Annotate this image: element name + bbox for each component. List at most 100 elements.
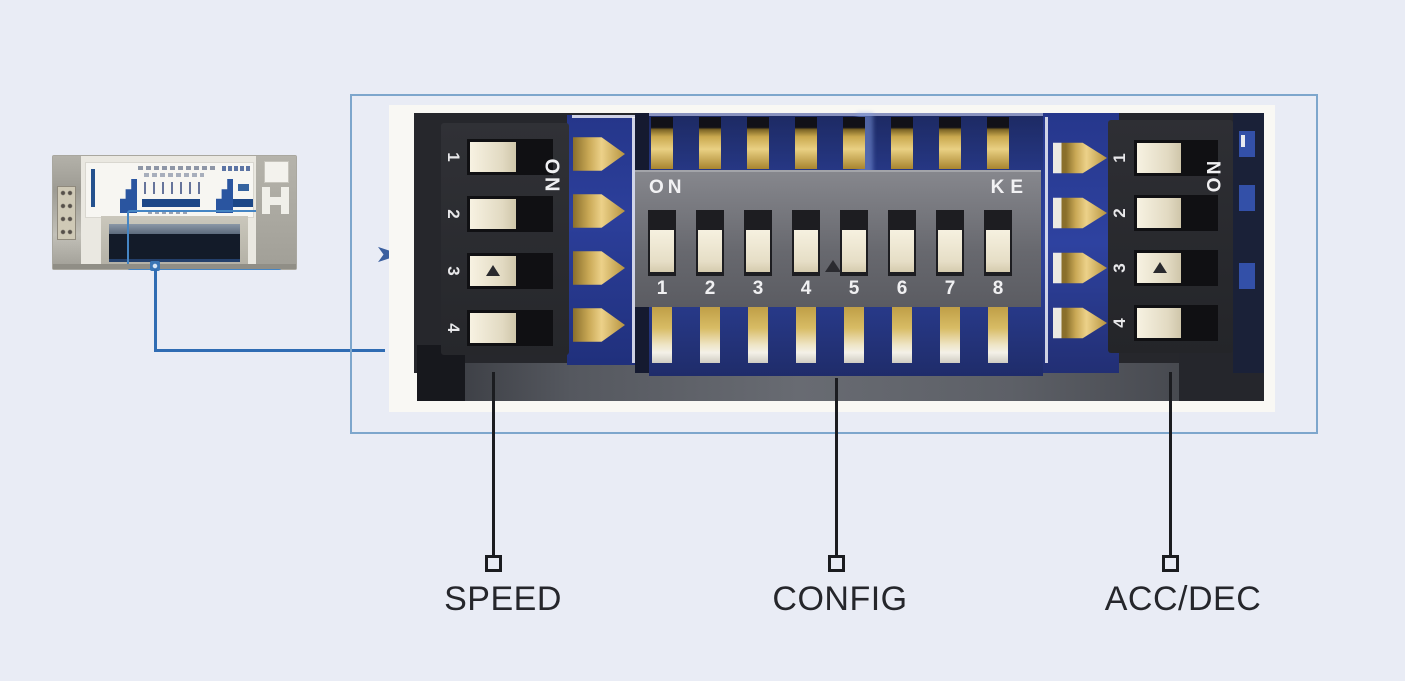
label-text-row xyxy=(138,166,216,170)
solder-pin xyxy=(652,305,672,363)
config-callout-line xyxy=(835,378,838,555)
dip-switch-slider xyxy=(794,230,818,272)
solder-pin xyxy=(844,305,864,363)
connector-line-vertical xyxy=(154,269,157,351)
solder-pin xyxy=(796,305,816,363)
switch-position-label: 8 xyxy=(992,278,1004,299)
dip-switch-slot xyxy=(1134,305,1218,341)
dip-switch-slot xyxy=(467,310,553,346)
switch-position-label: 3 xyxy=(444,266,463,276)
dip-switch-slot xyxy=(744,210,772,276)
solder-pin xyxy=(748,305,768,363)
label-text-row xyxy=(148,210,188,214)
solder-pin xyxy=(699,117,721,169)
solder-pin xyxy=(843,117,865,169)
speed-callout-line xyxy=(492,372,495,555)
accdec-label: ACC/DEC xyxy=(1104,580,1262,618)
dip-switch-slot xyxy=(648,210,676,276)
dip-switch-slider xyxy=(986,230,1010,272)
dip-switch-slider xyxy=(938,230,962,272)
dip-switch-slider xyxy=(650,230,674,272)
dip-switch-slot xyxy=(1134,195,1218,231)
dip-switch-slider xyxy=(470,313,516,343)
zoom-callout-box xyxy=(350,94,1318,434)
label-bar-graphic xyxy=(120,179,137,213)
config-callout-square xyxy=(828,555,845,572)
device-left-connector-strip xyxy=(53,156,81,269)
device-right-window xyxy=(264,161,289,183)
dip-switch-slider xyxy=(1137,143,1181,173)
accdec-callout-line xyxy=(1169,372,1172,555)
switch-position-label: 1 xyxy=(656,278,668,299)
switch-position-label: 3 xyxy=(1110,263,1129,273)
label-tick-marks xyxy=(144,182,202,194)
pcb-right-edge xyxy=(1233,113,1264,373)
dip-switch-slider xyxy=(890,230,914,272)
dip-switch-slider xyxy=(470,256,516,286)
dip-switch-slider xyxy=(1137,308,1181,338)
dip-switch-slider xyxy=(470,199,516,229)
on-direction-label: ON xyxy=(649,177,686,198)
accdec-dip-switch: 1 2 3 4 ON xyxy=(1108,120,1233,353)
switch-position-label: 2 xyxy=(1110,208,1129,218)
silkscreen-line xyxy=(572,115,635,118)
switch-position-label: 1 xyxy=(444,152,463,162)
solder-pin xyxy=(988,305,1008,363)
dip-switch-slider xyxy=(1137,198,1181,228)
slider-arrow-mark xyxy=(1153,262,1167,273)
label-text-row xyxy=(144,173,204,177)
solder-pin xyxy=(700,305,720,363)
speed-label: SPEED xyxy=(444,580,562,618)
label-bar-graphic xyxy=(142,199,200,207)
speed-callout-square xyxy=(485,555,502,572)
solder-pin xyxy=(892,305,912,363)
dip-switch-slot xyxy=(1134,250,1218,286)
solder-pin xyxy=(651,117,673,169)
dip-switch-slot xyxy=(467,196,553,232)
device-label xyxy=(85,162,254,218)
silkscreen-tick xyxy=(1241,135,1245,147)
dip-switch-slot xyxy=(936,210,964,276)
label-bar-graphic xyxy=(233,199,253,207)
on-direction-label: ON xyxy=(540,158,563,195)
dip-switch-photo: 1 2 3 4 ON ON KE xyxy=(389,105,1275,412)
device-h-vent xyxy=(262,187,289,214)
dip-switch-slot xyxy=(467,253,553,289)
recess-top-edge xyxy=(109,224,240,234)
switch-position-label: 4 xyxy=(800,278,812,299)
solder-pin xyxy=(795,117,817,169)
silkscreen-line xyxy=(632,117,635,363)
connector-line-horizontal xyxy=(154,349,385,352)
label-text-row xyxy=(222,166,252,171)
brand-marking: KE xyxy=(990,177,1029,198)
switch-position-label: 1 xyxy=(1110,153,1129,163)
switch-position-label: 4 xyxy=(444,323,463,333)
connector-anchor-dot xyxy=(150,261,160,271)
solder-pin xyxy=(987,117,1009,169)
dip-switch-slot xyxy=(984,210,1012,276)
device-bottom-edge xyxy=(53,264,296,269)
dip-switch-slot xyxy=(888,210,916,276)
dip-switch-slot xyxy=(792,210,820,276)
on-direction-label: ON xyxy=(1204,157,1226,193)
dip-switch-slot xyxy=(467,139,553,175)
switch-position-label: 2 xyxy=(704,278,716,299)
switch-position-label: 4 xyxy=(1110,318,1129,328)
speed-dip-switch: 1 2 3 4 ON xyxy=(441,123,569,355)
silkscreen-line xyxy=(1045,117,1048,363)
solder-pin xyxy=(747,117,769,169)
dip-switch-slot xyxy=(696,210,724,276)
switch-position-label: 6 xyxy=(896,278,908,299)
config-label: CONFIG xyxy=(772,580,908,618)
center-arrow-mark xyxy=(825,260,841,272)
accdec-callout-square xyxy=(1162,555,1179,572)
solder-pin xyxy=(891,117,913,169)
dip-switch-slot xyxy=(840,210,868,276)
drive-unit-thumbnail xyxy=(52,155,297,270)
dip-switch-slider xyxy=(1137,253,1181,283)
recess-opening xyxy=(109,234,240,262)
solder-pin xyxy=(939,117,961,169)
label-bar-graphic xyxy=(216,179,233,213)
device-terminal-block xyxy=(57,186,76,240)
